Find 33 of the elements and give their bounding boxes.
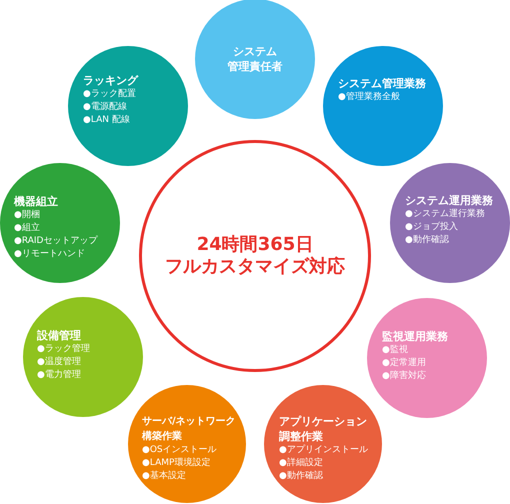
circle-heading: アプリケーション調整作業 [279, 414, 367, 444]
circle-heading: ラッキング [83, 73, 138, 88]
bullet-item: ●障害対応 [382, 370, 426, 383]
bullet-item: ●詳細設定 [279, 457, 323, 470]
bullet-item: ●ラック配置 [83, 88, 136, 101]
circle-heading: 監視運用業務 [382, 329, 448, 344]
bullet-item: ●電力管理 [37, 369, 81, 382]
circle-heading: システム管理業務 [338, 76, 426, 91]
bullet-item: ●基本設定 [142, 470, 186, 483]
circle-heading: 設備管理 [37, 328, 81, 343]
circle-heading: システム運用業務 [405, 193, 493, 208]
bullet-item: ●LAN 配線 [83, 114, 130, 127]
bullet-item: ●監視 [382, 344, 408, 357]
bullet-item: ●RAIDセットアップ [14, 235, 98, 248]
bullet-item: ●動作確認 [279, 470, 323, 483]
bullet-item: ●定常運用 [382, 357, 426, 370]
bullet-item: ●リモートハンド [14, 248, 85, 261]
bullet-item: ●温度管理 [37, 356, 81, 369]
bullet-item: ●管理業務全般 [338, 91, 400, 104]
bullet-item: ●開梱 [14, 209, 40, 222]
bullet-item: ●電源配線 [83, 101, 127, 114]
bullet-item: ●組立 [14, 222, 40, 235]
circle-heading: システム管理責任者 [228, 44, 282, 74]
bullet-item: ●LAMP環境設定 [142, 457, 210, 470]
bullet-item: ●ジョブ投入 [405, 221, 458, 234]
bullet-item: ●動作確認 [405, 234, 449, 247]
circle-heading: 機器組立 [14, 194, 58, 209]
headline-text: 24時間365日フルカスタマイズ対応 [165, 234, 345, 278]
bullet-item: ●ラック管理 [37, 343, 90, 356]
bullet-item: ●OSインストール [142, 444, 217, 457]
bullet-item: ●アプリインストール [279, 444, 368, 457]
circle-heading: サーバ/ネットワーク構築作業 [142, 415, 236, 444]
bullet-item: ●システム運行業務 [405, 208, 485, 221]
